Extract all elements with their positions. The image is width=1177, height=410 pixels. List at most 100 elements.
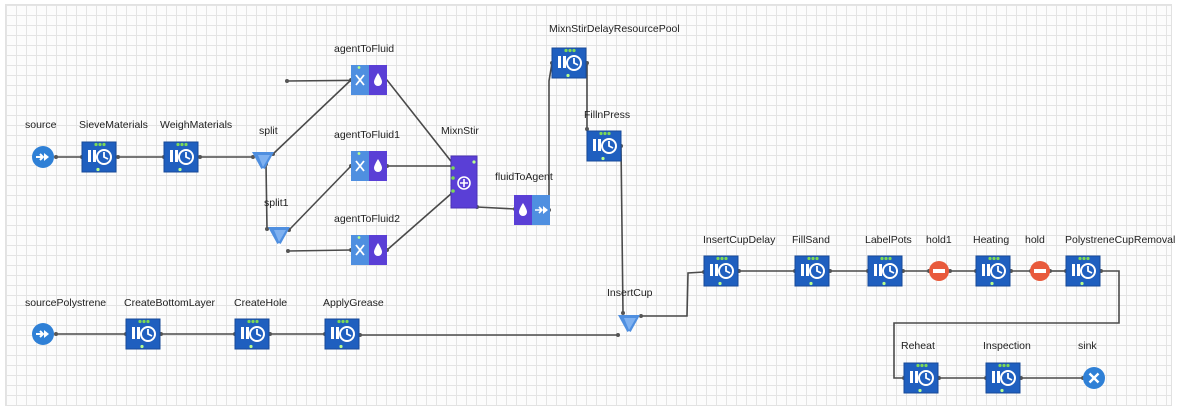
pcr-delay-icon [1065,255,1101,287]
block-label-heat: Heating [973,234,1010,246]
block-label-source: source [25,119,57,131]
block-label-insertcup: InsertCup [607,287,653,299]
atf1-agent-to-fluid-icon [351,151,387,181]
block-split[interactable] [250,150,276,174]
atf2-agent-to-fluid-icon [351,235,387,265]
block-heat[interactable] [975,255,1011,287]
cbl-delay-icon [125,318,161,350]
block-label-lpots: LabelPots [865,234,912,246]
block-label-hold1: hold1 [926,234,952,246]
block-label-reheat: Reheat [901,340,935,352]
ch-delay-icon [234,318,270,350]
fill-delay-icon [586,130,622,162]
block-sieve[interactable] [81,141,117,173]
split1-split-icon [268,227,290,247]
block-label-atf2: agentToFluid2 [334,213,400,225]
connector-port [198,155,202,159]
connector-6 [288,165,352,231]
block-insertcup[interactable] [616,313,642,337]
sieve-delay-icon [81,141,117,173]
sink-sink-icon [1083,367,1105,389]
block-label-split1: split1 [264,197,289,209]
connector-10 [476,206,516,210]
block-icd[interactable] [703,255,739,287]
connector-5 [265,163,268,230]
block-cbl[interactable] [125,318,161,350]
connector-25 [893,270,1120,379]
block-label-atf: agentToFluid [334,43,395,55]
block-ag[interactable] [324,318,360,350]
block-label-mix: MixnStir [441,125,479,137]
block-split1[interactable] [266,225,292,249]
split-split-icon [252,152,274,172]
block-lpots[interactable] [867,255,903,287]
block-ch[interactable] [234,318,270,350]
block-mpool[interactable] [551,47,587,79]
block-fsand[interactable] [794,255,830,287]
atf-agent-to-fluid-icon [351,65,387,95]
insp-delay-icon [985,362,1021,394]
block-pcr[interactable] [1065,255,1101,287]
connector-port [54,332,58,336]
source-source-icon [32,146,54,168]
block-label-fta: fluidToAgent [495,171,553,183]
mix-mixer-icon [450,155,478,209]
connector-port [948,269,952,273]
block-label-insp: Inspection [983,340,1031,352]
block-label-sink: sink [1078,340,1097,352]
block-weigh[interactable] [163,141,199,173]
heat-delay-icon [975,255,1011,287]
connector-port [585,127,589,131]
insertcup-split-icon [618,315,640,335]
connector-port [286,249,290,253]
process-flow-canvas: source SieveMaterials WeighMaterials spl… [5,4,1176,406]
block-fill[interactable] [586,130,622,162]
connector-7 [287,249,352,252]
block-reheat[interactable] [903,362,939,394]
connector-3 [272,79,352,155]
ag-delay-icon [324,318,360,350]
block-label-fsand: FillSand [792,234,830,246]
block-hold[interactable] [1029,260,1051,282]
block-label-split: split [259,125,278,137]
srcpoly-source-icon [32,323,54,345]
connector-port [251,155,255,159]
connector-port [54,155,58,159]
block-srcpoly[interactable] [31,322,55,346]
connector-port [265,227,269,231]
block-label-atf1: agentToFluid1 [334,129,400,141]
connector-port [621,311,625,315]
block-label-icd: InsertCupDelay [703,234,776,246]
hold-hold-icon [1030,261,1050,281]
connector-13 [620,145,624,314]
block-label-sieve: SieveMaterials [79,119,148,131]
block-sink[interactable] [1082,366,1106,390]
connector-port [285,79,289,83]
block-fta[interactable] [513,194,551,226]
block-atf[interactable] [350,64,388,96]
icd-delay-icon [703,255,739,287]
connector-18 [641,271,705,317]
connector-port [116,155,120,159]
block-label-srcpoly: sourcePolystrene [25,297,107,309]
fsand-delay-icon [794,255,830,287]
connector-9 [386,192,453,251]
block-label-cbl: CreateBottomLayer [124,297,216,309]
block-source[interactable] [31,145,55,169]
block-label-ag: ApplyGrease [323,297,384,309]
block-insp[interactable] [985,362,1021,394]
block-atf2[interactable] [350,234,388,266]
reheat-delay-icon [903,362,939,394]
mpool-delay-icon [551,47,587,79]
lpots-delay-icon [867,255,903,287]
fta-fluid-to-agent-icon [514,195,550,225]
connector-port [616,333,620,337]
block-mix[interactable] [450,155,478,209]
hold1-hold-icon [929,261,949,281]
block-label-fill: FillnPress [584,109,631,121]
block-label-hold: hold [1025,234,1045,246]
connector-11 [548,62,553,210]
block-atf1[interactable] [350,150,388,182]
block-hold1[interactable] [928,260,950,282]
block-label-pcr: PolystreneCupRemoval [1065,234,1176,246]
